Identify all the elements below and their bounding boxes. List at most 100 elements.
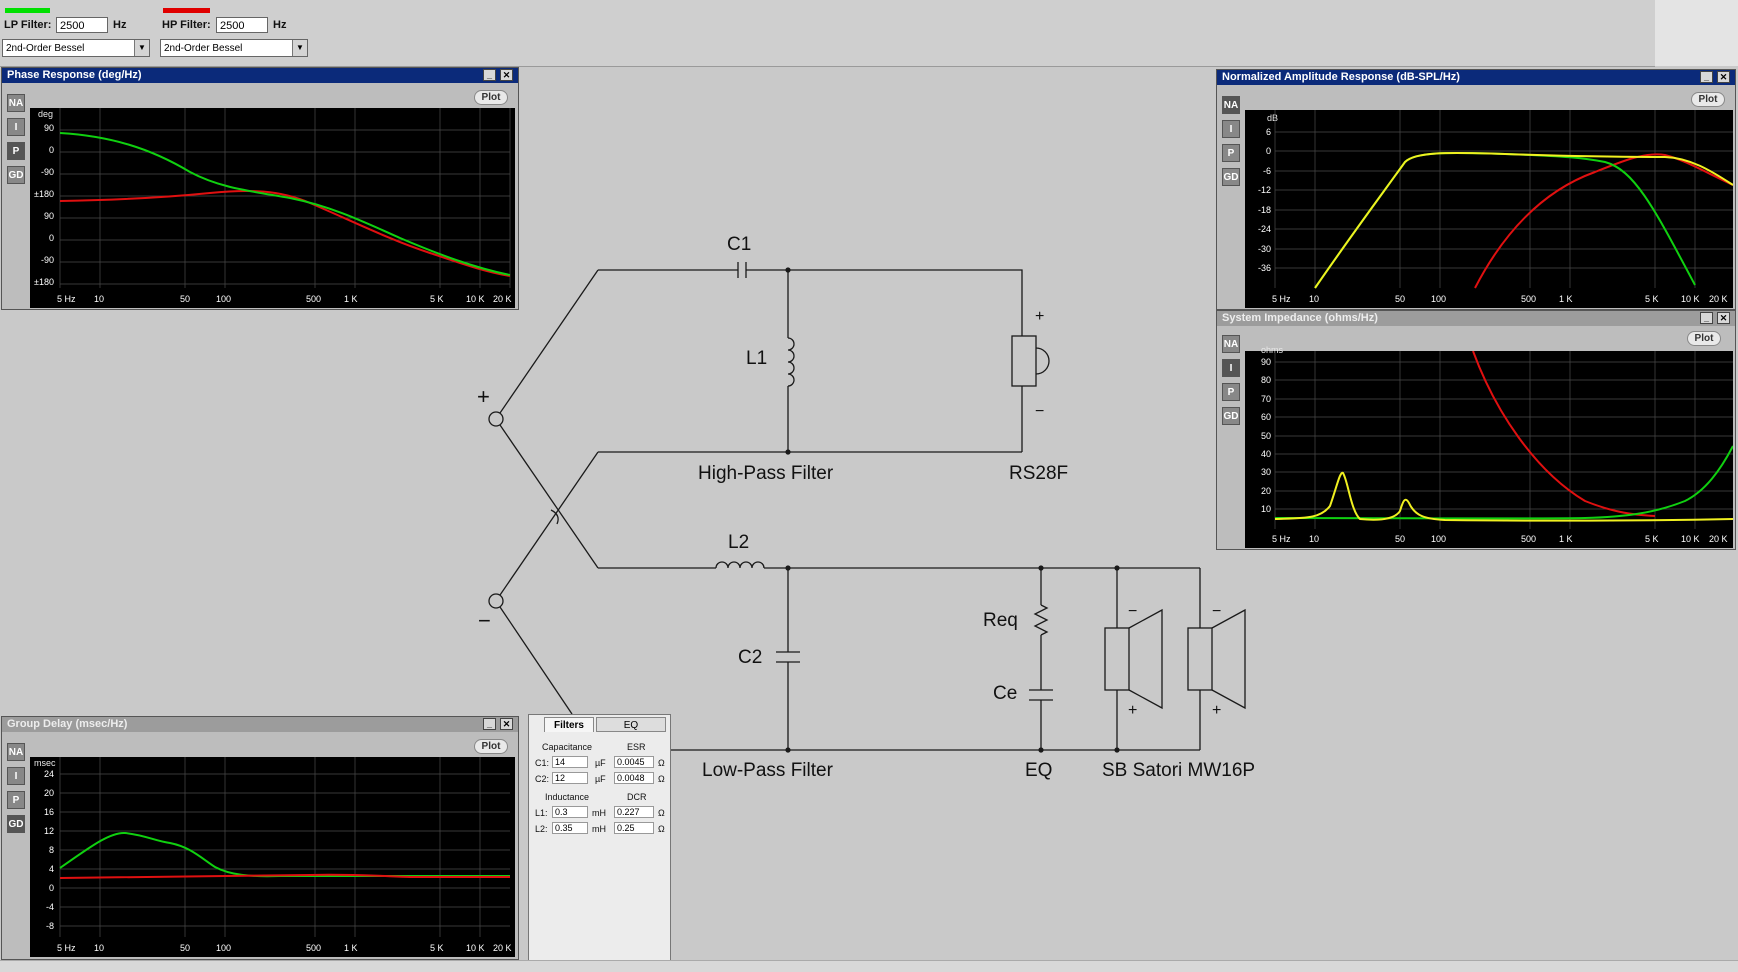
i-button[interactable]: I [7,767,25,785]
x-tick: 10 [94,943,105,953]
group-delay-window[interactable]: Group Delay (msec/Hz) _ ✕ NA I P GD Plot… [1,716,519,960]
lp-color-swatch [5,8,50,13]
minimize-icon[interactable]: _ [483,718,496,730]
l2-dcr-input[interactable]: 0.25 [614,822,654,834]
na-button[interactable]: NA [1222,96,1240,114]
x-tick: 50 [180,294,191,304]
plot-button[interactable]: Plot [474,739,508,754]
y-tick: 50 [1260,431,1271,441]
i-button[interactable]: I [1222,120,1240,138]
high-pass-filter-label: High-Pass Filter [698,463,834,484]
p-button[interactable]: P [7,791,25,809]
lp-filter-input[interactable]: 2500 [56,17,108,33]
toolbar-blank-area [1655,0,1738,66]
hp-type-select[interactable]: 2nd-Order Bessel ▼ [160,39,308,57]
x-tick: 5 Hz [57,943,76,953]
plot-button[interactable]: Plot [474,90,508,105]
l2-inductance-input[interactable]: 0.35 [552,822,588,834]
l1-inductance-input[interactable]: 0.3 [552,806,588,818]
c2-capacitance-input[interactable]: 12 [552,772,588,784]
c2-label: C2 [738,647,762,668]
c2-value-label: C2: [535,774,550,784]
x-tick: 20 K [493,943,512,953]
input-plus-sign: + [477,384,490,409]
c1-capacitance-input[interactable]: 14 [552,756,588,768]
l2-ohm: Ω [658,824,665,834]
i-button[interactable]: I [7,118,25,136]
l2-label: L2 [728,532,749,553]
input-minus-sign: − [478,608,491,633]
close-icon[interactable]: ✕ [1717,71,1730,83]
minimize-icon[interactable]: _ [1700,71,1713,83]
x-tick: 500 [1521,534,1537,544]
x-tick: 50 [1395,534,1406,544]
tweeter-plus-sign: + [1035,308,1044,325]
lp-type-select[interactable]: 2nd-Order Bessel ▼ [2,39,150,57]
y-tick: -90 [40,255,54,265]
x-tick: 500 [1521,294,1537,304]
y-tick: 24 [43,769,54,779]
amp-plot-area: dB 6 0 -6 -12 -18 -24 -30 -36 5 Hz 10 50… [1245,110,1733,308]
l1-ohm: Ω [658,808,665,818]
minimize-icon[interactable]: _ [1700,312,1713,324]
c1-esr-input[interactable]: 0.0045 [614,756,654,768]
hp-filter-input[interactable]: 2500 [216,17,268,33]
gd-button[interactable]: GD [1222,407,1240,425]
c2-esr-input[interactable]: 0.0048 [614,772,654,784]
chevron-down-icon[interactable]: ▼ [292,40,307,56]
y-tick: -4 [45,902,54,912]
x-tick: 5 K [1645,534,1659,544]
x-tick: 5 K [1645,294,1659,304]
na-button[interactable]: NA [7,94,25,112]
amplitude-response-window[interactable]: Normalized Amplitude Response (dB-SPL/Hz… [1216,69,1736,310]
x-tick: 20 K [1709,294,1728,304]
plot-button[interactable]: Plot [1691,92,1725,107]
l1-dcr-input[interactable]: 0.227 [614,806,654,818]
minimize-icon[interactable]: _ [483,69,496,81]
y-tick: 8 [48,845,54,855]
y-tick: -12 [1257,185,1271,195]
woofer1-minus-sign: − [1128,603,1137,620]
phase-response-window[interactable]: Phase Response (deg/Hz) _ ✕ NA I P GD Pl… [1,67,519,310]
close-icon[interactable]: ✕ [500,718,513,730]
y-tick: -24 [1257,224,1271,234]
tab-filters[interactable]: Filters [544,717,594,732]
system-impedance-window[interactable]: System Impedance (ohms/Hz) _ ✕ NA I P GD… [1216,310,1736,550]
p-button[interactable]: P [1222,383,1240,401]
plot-button[interactable]: Plot [1687,331,1721,346]
x-tick: 100 [216,943,232,953]
lp-filter-label: LP Filter: [4,19,52,31]
l1-unit: mH [592,808,606,818]
hp-color-swatch [163,8,210,13]
gd-button[interactable]: GD [7,815,25,833]
close-icon[interactable]: ✕ [500,69,513,81]
gd-button[interactable]: GD [1222,168,1240,186]
x-tick: 20 K [493,294,512,304]
i-button[interactable]: I [1222,359,1240,377]
close-icon[interactable]: ✕ [1717,312,1730,324]
p-button[interactable]: P [1222,144,1240,162]
y-tick: 90 [1260,357,1271,367]
x-tick: 1 K [344,943,358,953]
chevron-down-icon[interactable]: ▼ [134,40,149,56]
esr-header: ESR [627,742,646,752]
gd-button[interactable]: GD [7,166,25,184]
y-tick: 0 [1265,146,1271,156]
hp-type-value: 2nd-Order Bessel [164,43,243,54]
input-positive-terminal [488,411,504,427]
tab-eq[interactable]: EQ [596,717,666,732]
low-pass-filter-label: Low-Pass Filter [702,760,834,781]
woofer1-plus-sign: + [1128,702,1137,719]
c1-value-label: C1: [535,758,550,768]
l2-value-label: L2: [535,824,548,834]
l2-unit: mH [592,824,606,834]
y-tick: -90 [40,167,54,177]
p-button[interactable]: P [7,142,25,160]
na-button[interactable]: NA [1222,335,1240,353]
y-tick: 6 [1265,127,1271,137]
req-label: Req [983,610,1018,631]
amp-window-title: Normalized Amplitude Response (dB-SPL/Hz… [1217,70,1735,85]
na-button[interactable]: NA [7,743,25,761]
inductance-header: Inductance [545,792,590,802]
